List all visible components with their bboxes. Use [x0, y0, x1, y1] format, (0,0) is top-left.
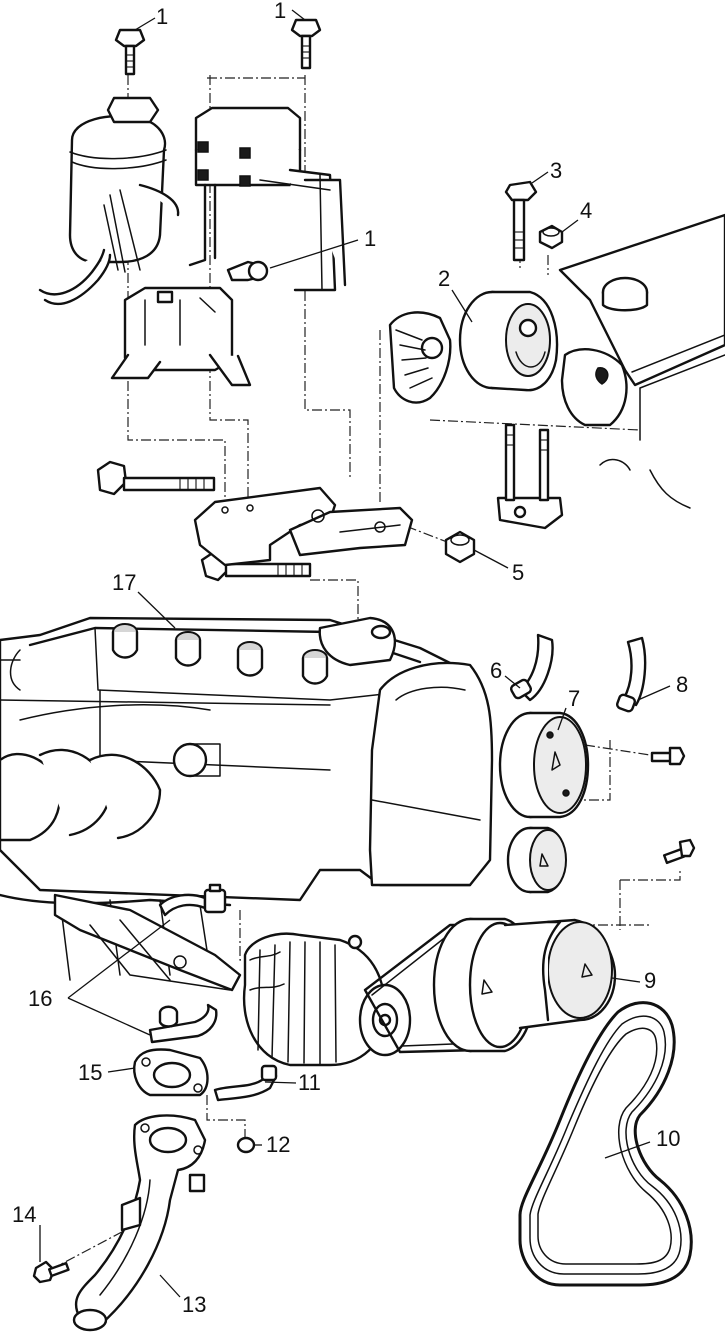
- mount-bracket-studs: [496, 423, 564, 530]
- relay-bracket: [188, 106, 347, 292]
- callout-9: 9: [644, 968, 656, 993]
- callout-12: 12: [266, 1132, 290, 1157]
- nut-4: [538, 224, 564, 250]
- bolt-pulley-7: [650, 746, 686, 766]
- callout-14: 14: [12, 1202, 36, 1227]
- plug-12: [236, 1136, 256, 1154]
- bolt-14: [32, 1260, 70, 1284]
- engine-lower-bracket: [53, 893, 242, 992]
- hose-6: [509, 633, 554, 702]
- hose-16-upper: [158, 883, 227, 917]
- bolt-1-right: [290, 18, 322, 70]
- alternator: [242, 932, 412, 1067]
- drive-belt-10: [518, 1001, 693, 1287]
- bolt-1-left: [114, 28, 146, 76]
- callout-3: 3: [550, 158, 562, 183]
- hose-11: [213, 1064, 278, 1102]
- leader-lines: [39, 9, 671, 1298]
- long-bolt-upper: [96, 460, 216, 496]
- callout-6: 6: [490, 658, 502, 683]
- hose-8: [616, 636, 647, 713]
- callout-1: 1: [274, 0, 286, 23]
- cylinder-caps: [111, 623, 329, 685]
- power-steering-pump: [432, 917, 617, 1053]
- bolt-3: [504, 180, 538, 262]
- callout-16: 16: [28, 986, 52, 1011]
- timing-belt-cover: [368, 661, 494, 887]
- reservoir-bracket: [110, 286, 252, 387]
- callout-4: 4: [580, 198, 592, 223]
- fluid-reservoir: [38, 96, 180, 306]
- callout-1: 1: [364, 226, 376, 251]
- callout-8: 8: [676, 672, 688, 697]
- engine-side-bracket: [193, 486, 414, 567]
- callout-5: 5: [512, 560, 524, 585]
- pulley-crank: [506, 826, 567, 894]
- callout-11: 11: [298, 1070, 321, 1095]
- callout-7: 7: [568, 686, 580, 711]
- hose-16-lower: [148, 1003, 218, 1044]
- callout-15: 15: [78, 1060, 102, 1085]
- callout-2: 2: [438, 266, 450, 291]
- callout-13: 13: [182, 1292, 206, 1317]
- callout-10: 10: [656, 1126, 680, 1151]
- callout-labels: 1 1 1 2 3 4 5 6 7 8 9 10 11 12 13 14 15 …: [12, 0, 688, 1317]
- pulley-7: [498, 711, 590, 819]
- bolt-1-middle: [226, 260, 269, 282]
- engine-mount-2: [388, 290, 628, 427]
- bolt-pulley-9: [662, 838, 696, 865]
- outlet-pipe-13: [72, 1114, 207, 1332]
- gasket-15: [133, 1048, 209, 1097]
- engine-block-top-right: [558, 213, 725, 509]
- nut-5: [444, 530, 476, 564]
- callout-17: 17: [112, 570, 136, 595]
- callout-1: 1: [156, 4, 168, 29]
